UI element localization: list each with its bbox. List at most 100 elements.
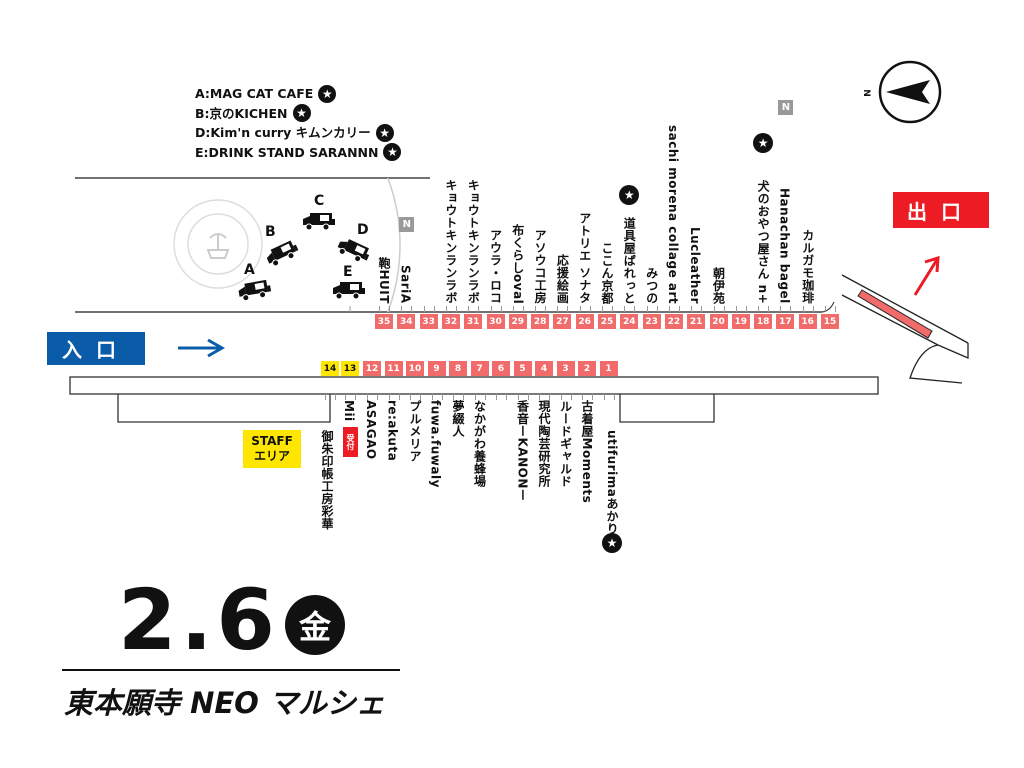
platform	[69, 376, 879, 395]
star-icon: ★	[383, 143, 402, 162]
stall-tick	[411, 306, 413, 312]
stall-tick	[582, 394, 583, 400]
stall-tick	[780, 306, 782, 312]
stall-tick	[445, 306, 447, 312]
stall-tick	[603, 394, 605, 400]
stall-tick	[478, 306, 480, 312]
food-truck-legend: A:MAG CAT CAFE★B:京のKICHEN★D:Kim'n curry …	[195, 84, 402, 162]
stall-number: 2	[578, 361, 596, 376]
stall-tick	[691, 306, 693, 312]
stall-tick	[768, 306, 770, 312]
stall-name: fuwa.fuwaly	[428, 400, 443, 488]
stall-tick	[735, 306, 737, 312]
compass-icon	[878, 60, 942, 124]
stall-name: キョウトキンランラボ	[466, 179, 481, 304]
stall-tick	[496, 394, 497, 400]
stall-tick	[713, 306, 715, 312]
staff-area-line2: エリア	[253, 449, 290, 463]
stall-tick	[613, 394, 615, 400]
stall-tick	[612, 306, 613, 312]
event-title: 東本願寺 NEO マルシェ	[64, 686, 385, 720]
stall-number: 5	[513, 361, 532, 376]
stall-tick	[398, 394, 400, 400]
exit-arrow-icon	[913, 255, 940, 296]
stall-number: 3	[556, 361, 575, 376]
stall-number: 33	[419, 314, 438, 329]
stall-tick	[512, 306, 514, 312]
star-icon: ★	[602, 533, 622, 553]
legend-label: E:DRINK STAND SARANNN	[195, 144, 379, 160]
legend-item: D:Kim'n curry キムンカリー★	[195, 123, 401, 143]
stall-tick	[535, 306, 537, 312]
stall-name: re:akuta	[385, 400, 400, 462]
star-icon: ★	[292, 104, 311, 123]
stall-number: 21	[687, 314, 706, 329]
stall-tick	[335, 394, 336, 400]
exit-sign: 出口	[893, 192, 989, 228]
staff-area-label: STAFF エリア	[243, 430, 301, 468]
stall-name: Hanachan bagel	[777, 188, 792, 304]
entrance-sign: 入口	[47, 332, 145, 365]
stall-number: 15	[821, 314, 839, 329]
stall-number: 23	[642, 314, 661, 329]
star-icon: ★	[619, 185, 640, 205]
stall-tick	[345, 394, 346, 400]
compass-north-label: N	[860, 89, 871, 97]
stall-tick	[420, 394, 421, 400]
stall-tick	[517, 394, 519, 400]
stall-name: Mii	[342, 400, 356, 422]
stall-number: 22	[664, 314, 683, 329]
stall-number: 24	[620, 314, 639, 329]
stall-name: アソウコ工房	[533, 229, 548, 304]
stall-number: 26	[575, 314, 594, 329]
stall-tick	[825, 306, 826, 312]
stall-name: 鞄HUIT	[377, 257, 391, 304]
stall-tick	[377, 394, 378, 400]
stall-tick	[557, 306, 559, 312]
stall-tick	[367, 394, 368, 400]
stall-number: 16	[798, 314, 817, 329]
new-badge: N	[778, 100, 794, 115]
stall-tick	[484, 394, 486, 400]
stall-name: アトリエ ソナタ	[577, 211, 592, 304]
truck-label-a: A	[244, 262, 255, 278]
fountain-icon	[206, 233, 230, 259]
stall-number: 29	[508, 314, 527, 329]
stall-tick	[545, 306, 547, 312]
stall-name: ルードギャルド	[558, 400, 573, 488]
stall-number: 12	[363, 361, 381, 376]
truck-label-b: B	[265, 224, 276, 240]
stall-tick	[410, 394, 411, 400]
star-icon: ★	[375, 123, 394, 142]
stall-number: 14	[321, 361, 339, 376]
stall-tick	[325, 394, 326, 400]
stall-tick	[355, 394, 356, 400]
stall-name: なかがわ養蜂場	[472, 400, 487, 488]
plaza-arc	[386, 178, 401, 312]
stall-name: 道具屋ぱれっと	[622, 216, 637, 305]
stall-tick	[455, 306, 457, 312]
stall-tick	[802, 306, 804, 312]
stall-tick	[423, 306, 425, 312]
stall-tick	[441, 394, 443, 400]
stall-tick	[678, 306, 680, 312]
stall-tick	[646, 306, 648, 312]
stall-tick	[835, 306, 836, 312]
stall-tick	[624, 306, 626, 312]
stall-number: 6	[492, 361, 510, 376]
stall-tick	[463, 394, 464, 400]
stall-number: 17	[776, 314, 795, 329]
stall-tick	[490, 306, 492, 312]
stall-name: みつの	[644, 266, 659, 305]
stall-name: 夢綴人	[451, 400, 465, 438]
star-icon: ★	[753, 133, 774, 153]
truck-label-e: E	[343, 264, 353, 280]
stall-tick	[388, 394, 390, 400]
stall-tick	[592, 394, 593, 400]
stall-name: SariA	[398, 265, 413, 304]
stall-name: ASAGAO	[364, 400, 378, 460]
stall-tick	[723, 306, 725, 312]
stall-tick	[560, 394, 562, 400]
stall-number: 10	[406, 361, 424, 376]
